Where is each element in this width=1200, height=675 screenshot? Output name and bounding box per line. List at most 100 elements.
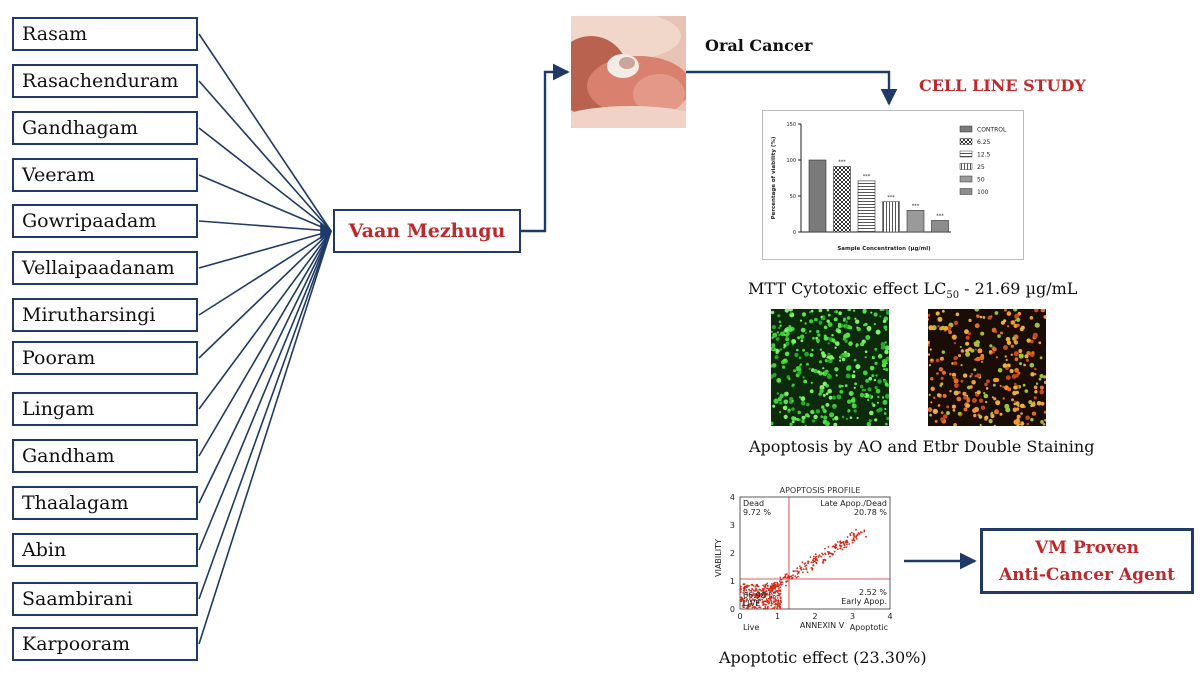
cell-dot [832, 418, 835, 421]
cell-dot [823, 336, 829, 341]
cell-dot [952, 408, 956, 412]
y-axis-label: Percentage of viability (%) [771, 136, 777, 219]
event-dot [780, 601, 783, 604]
cell-dot [775, 348, 779, 352]
cell-dot [1039, 385, 1044, 390]
event-dot [782, 576, 785, 579]
cell-dot [843, 319, 846, 322]
legend-swatch [959, 163, 973, 170]
cell-dot [1024, 354, 1029, 359]
event-dot [766, 607, 769, 610]
cell-dot [953, 423, 957, 426]
event-dot [743, 597, 746, 600]
event-dot [746, 592, 748, 594]
cell-dot [960, 349, 965, 353]
event-dot [776, 597, 779, 599]
cell-dot [1042, 423, 1046, 426]
cell-dot [881, 362, 887, 368]
event-dot [758, 606, 760, 609]
cell-dot [772, 404, 776, 408]
study-title: CELL LINE STUDY [919, 76, 1086, 95]
event-dot [778, 587, 780, 590]
cell-dot [954, 383, 959, 388]
event-dot [851, 541, 854, 544]
cell-dot [880, 342, 886, 347]
cell-dot [1013, 309, 1018, 312]
cell-dot [863, 394, 866, 397]
cell-dot [881, 359, 888, 365]
ao-stain-green-image [771, 309, 889, 426]
event-dot [800, 568, 803, 571]
cell-dot [771, 421, 774, 426]
event-dot [762, 588, 765, 591]
cell-dot [1026, 358, 1030, 362]
cell-dot [783, 399, 789, 405]
event-dot [751, 588, 754, 591]
event-dot [773, 606, 776, 609]
cell-dot [859, 384, 864, 389]
cell-dot [856, 416, 859, 420]
cell-dot [831, 395, 836, 400]
x-tick-label: 3 [850, 612, 855, 621]
cell-dot [782, 405, 788, 411]
event-dot [758, 592, 761, 595]
event-dot [802, 568, 805, 570]
cell-dot [984, 415, 989, 420]
cell-dot [975, 356, 981, 362]
cell-dot [831, 334, 834, 337]
event-dot [779, 576, 782, 579]
event-dot [812, 564, 815, 567]
event-dot [756, 597, 758, 600]
event-dot [855, 538, 858, 540]
event-dot [768, 593, 770, 596]
cell-dot [877, 395, 880, 399]
cell-dot [963, 407, 968, 412]
cell-dot [1016, 323, 1020, 327]
event-dot [770, 589, 773, 592]
event-dot [776, 594, 779, 597]
quadrant-early-label: Early Apop. [841, 597, 887, 606]
cell-dot [845, 373, 851, 379]
cell-dot [804, 322, 807, 325]
cell-dot [974, 323, 980, 329]
cell-dot [943, 326, 948, 331]
quadrant-late-value: 20.78 % [854, 508, 887, 517]
connector-line [198, 127, 332, 232]
event-dot [859, 531, 862, 534]
event-dot [758, 595, 760, 598]
cell-dot [978, 415, 983, 419]
cell-dot [1014, 319, 1017, 322]
cell-dot [992, 383, 996, 387]
mtt-caption: MTT Cytotoxic effect LC50 - 21.69 µg/mL [748, 279, 1077, 301]
cell-dot [874, 361, 878, 365]
event-dot [766, 599, 769, 602]
conclusion-line-1: VM Proven [1034, 538, 1140, 558]
y-tick-label: 50 [790, 194, 796, 200]
cell-dot [1031, 411, 1037, 416]
cell-dot [1015, 390, 1019, 395]
event-dot [742, 600, 745, 603]
etbr-stain-orange-image [928, 309, 1046, 426]
cell-dot [839, 389, 844, 394]
event-dot [767, 589, 770, 592]
cell-dot [808, 311, 812, 314]
cell-dot [954, 356, 958, 360]
cell-dot [989, 344, 993, 348]
legend-swatch [959, 188, 973, 195]
cell-dot [969, 375, 972, 378]
cell-dot [991, 396, 994, 399]
event-dot [853, 539, 856, 542]
event-dot [779, 590, 782, 592]
cell-dot [965, 351, 971, 357]
ingredient-gowripaadam: Gowripaadam [12, 204, 198, 238]
event-dot [780, 578, 783, 581]
cell-dot [854, 382, 857, 386]
event-dot [754, 599, 756, 601]
cell-dot [1044, 419, 1046, 422]
cell-dot [932, 325, 936, 329]
cell-dot [1038, 341, 1042, 345]
event-dot [785, 584, 787, 587]
cell-dot [827, 388, 832, 394]
cell-dot [788, 309, 793, 312]
cell-dot [838, 384, 842, 389]
